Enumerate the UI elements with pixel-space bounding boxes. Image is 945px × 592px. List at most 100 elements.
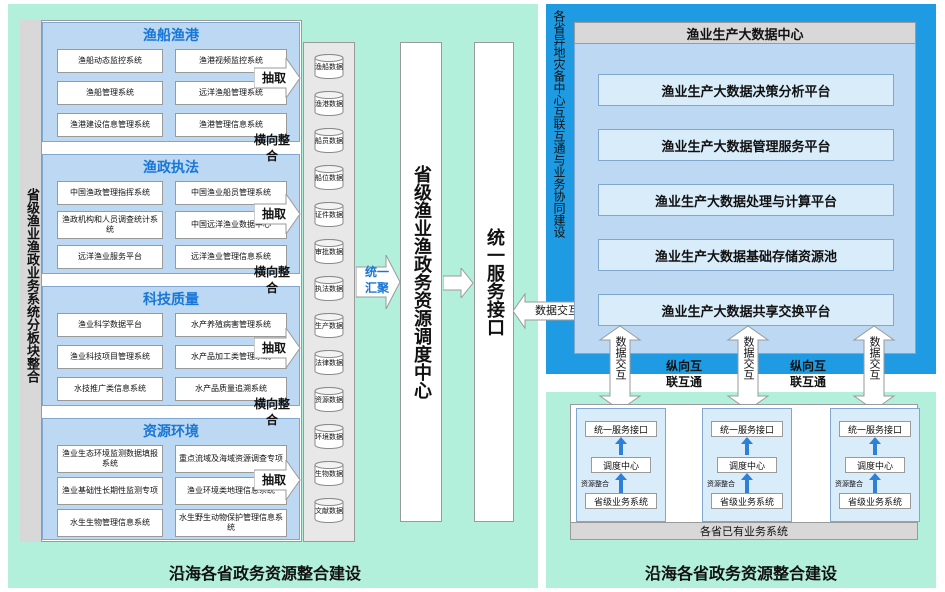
sidebar xyxy=(20,20,42,542)
province-integration: 资源整合 xyxy=(581,480,609,488)
database-icon: 法律数据 xyxy=(314,350,344,375)
horizontal-label: 横向整合 xyxy=(253,133,290,163)
system-cell: 渔业科学数据平台 xyxy=(57,313,163,337)
database-label: 执法数据 xyxy=(315,285,343,293)
database-icon: 证件数据 xyxy=(314,202,344,227)
group-fishing-vessels: 渔船渔港 渔船动态监控系统 渔港视频监控系统 渔船管理系统 远洋渔船管理系统 渔… xyxy=(42,22,300,142)
system-cell: 渔业基础性长期性监测专项 xyxy=(57,477,163,505)
right-footer-title: 沿海各省政务资源整合建设 xyxy=(644,564,837,583)
province-system: 省级业务系统 xyxy=(711,493,783,509)
extract-arrow-icon xyxy=(254,194,301,234)
database-label: 文献数据 xyxy=(315,507,343,515)
vertical-exchange-arrow-icon xyxy=(726,326,770,410)
database-icon: 文献数据 xyxy=(314,498,344,523)
database-icon: 生产数据 xyxy=(314,313,344,338)
province-integration: 资源整合 xyxy=(835,480,863,488)
extract-arrow-icon xyxy=(254,328,301,368)
province-system: 省级业务系统 xyxy=(585,493,657,509)
platform-box: 渔业生产大数据管理服务平台 xyxy=(598,129,894,161)
database-icon: 审批数据 xyxy=(314,239,344,264)
database-icon: 执法数据 xyxy=(314,276,344,301)
province-integration: 资源整合 xyxy=(707,480,735,488)
group-title: 科技质量 xyxy=(143,292,199,308)
vertical-exchange-arrow-icon xyxy=(852,326,896,410)
province-stack: 统一服务接口调度中心资源整合省级业务系统 xyxy=(702,408,792,522)
sidebar-title: 省级渔业渔政业务系统分板块整合 xyxy=(24,187,39,383)
system-cell: 水产品质量追溯系统 xyxy=(175,377,287,401)
group-title: 渔政执法 xyxy=(143,160,199,176)
system-cell: 渔船管理系统 xyxy=(57,81,163,105)
database-icon: 资源数据 xyxy=(314,387,344,412)
database-label: 资源数据 xyxy=(315,396,343,404)
left-footer-title: 沿海各省政务资源整合建设 xyxy=(168,564,361,583)
database-label: 生物数据 xyxy=(315,470,343,478)
data-exchange-label: 数据交互 xyxy=(535,304,579,317)
province-interface: 统一服务接口 xyxy=(839,421,911,437)
system-cell: 远洋渔业服务平台 xyxy=(57,245,163,269)
platform-box: 渔业生产大数据基础存储资源池 xyxy=(598,239,894,271)
extract-label: 抽取 xyxy=(261,71,286,85)
database-label: 环境数据 xyxy=(315,433,343,441)
extract-label: 抽取 xyxy=(261,207,286,221)
province-interface: 统一服务接口 xyxy=(711,421,783,437)
big-data-center-header: 渔业生产大数据中心 xyxy=(574,22,916,44)
vertical-exchange-label: 数据交互 xyxy=(614,336,627,380)
database-label: 渔港数据 xyxy=(315,100,343,108)
database-icon: 渔船数据 xyxy=(314,54,344,79)
database-label: 渔船数据 xyxy=(315,63,343,71)
database-label: 生产数据 xyxy=(315,322,343,330)
database-label: 审批数据 xyxy=(315,248,343,256)
platform-box: 渔业生产大数据处理与计算平台 xyxy=(598,184,894,216)
up-arrow-icon xyxy=(615,437,627,455)
group-resources-environment: 资源环境 渔业生态环境监测数据填报系统 重点流域及海域资源调查专项 渔业基础性长… xyxy=(42,418,300,540)
system-cell: 渔港管理信息系统 xyxy=(175,113,287,137)
group-title: 渔船渔港 xyxy=(143,28,199,44)
database-icon: 生物数据 xyxy=(314,461,344,486)
existing-systems-label: 各省已有业务系统 xyxy=(570,522,918,540)
province-system: 省级业务系统 xyxy=(839,493,911,509)
platform-box: 渔业生产大数据决策分析平台 xyxy=(598,74,894,106)
system-cell: 水生生物管理信息系统 xyxy=(57,509,163,537)
merge-arrow-icon xyxy=(356,255,401,309)
database-label: 证件数据 xyxy=(315,211,343,219)
system-cell: 重点流域及海域资源调查专项 xyxy=(175,445,287,473)
unified-interface: 统一服务接口 xyxy=(474,42,514,522)
extract-arrow-icon xyxy=(254,460,301,500)
system-cell: 水产养殖病害管理系统 xyxy=(175,313,287,337)
extract-label: 抽取 xyxy=(261,473,286,487)
up-arrow-icon xyxy=(869,473,881,493)
system-cell: 渔业生态环境监测数据填报系统 xyxy=(57,445,163,473)
database-label: 船员数据 xyxy=(315,137,343,145)
right-side-text: 各省异地灾备中心互联互通与业务协同建设 xyxy=(552,10,566,238)
up-arrow-icon xyxy=(741,473,753,493)
province-stack: 统一服务接口调度中心资源整合省级业务系统 xyxy=(830,408,920,522)
province-dispatch: 调度中心 xyxy=(591,457,651,473)
up-arrow-icon xyxy=(615,473,627,493)
database-icon: 渔港数据 xyxy=(314,91,344,116)
horizontal-label: 横向整合 xyxy=(253,265,290,295)
vertical-exchange-label: 数据交互 xyxy=(868,336,881,380)
system-cell: 渔船动态监控系统 xyxy=(57,49,163,73)
system-cell: 中国渔政管理指挥系统 xyxy=(57,181,163,205)
extract-arrow-icon xyxy=(254,58,301,98)
extract-label: 抽取 xyxy=(261,341,286,355)
province-interface: 统一服务接口 xyxy=(585,421,657,437)
system-cell: 水技推广类信息系统 xyxy=(57,377,163,401)
vertical-exchange-arrow-icon xyxy=(598,326,642,410)
dispatch-center: 省级渔业渔政务资源调度中心 xyxy=(400,42,442,522)
vertical-interconnect-label: 纵向互联互通 xyxy=(665,359,702,389)
vertical-interconnect-label: 纵向互联互通 xyxy=(789,359,826,389)
database-label: 法律数据 xyxy=(315,359,343,367)
platform-box: 渔业生产大数据共享交换平台 xyxy=(598,294,894,326)
province-dispatch: 调度中心 xyxy=(717,457,777,473)
up-arrow-icon xyxy=(741,437,753,455)
database-icon: 船员数据 xyxy=(314,128,344,153)
province-dispatch: 调度中心 xyxy=(845,457,905,473)
group-title: 资源环境 xyxy=(143,424,199,440)
database-icon: 环境数据 xyxy=(314,424,344,449)
horizontal-label: 横向整合 xyxy=(253,397,290,427)
merge-label: 统一汇聚 xyxy=(364,265,389,295)
flow-arrow-icon xyxy=(443,268,474,298)
up-arrow-icon xyxy=(869,437,881,455)
vertical-exchange-label: 数据交互 xyxy=(742,336,755,380)
